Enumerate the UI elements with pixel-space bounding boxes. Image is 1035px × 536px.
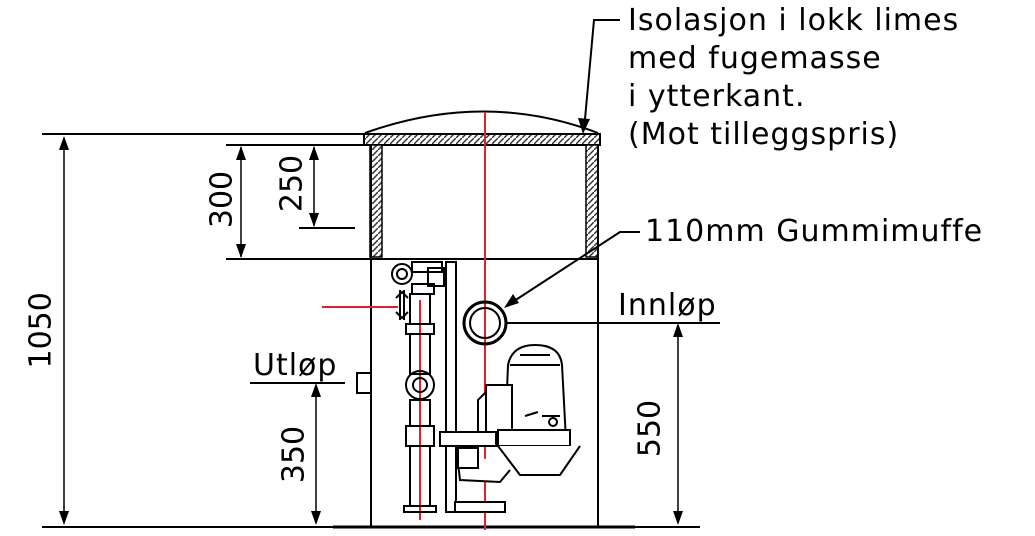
dim-1050-arrow-bottom <box>59 511 69 525</box>
dim-350-label: 350 <box>276 425 312 484</box>
dim-550-label: 550 <box>632 399 668 458</box>
submersible-pump <box>439 343 581 513</box>
dim-250-label: 250 <box>274 154 310 213</box>
riser-pipe-assembly <box>391 261 445 513</box>
dim-550-arrow-top <box>673 323 683 337</box>
muffe-leader <box>507 231 640 306</box>
note-line-2: med fugemasse <box>628 41 882 76</box>
inlet-label: Innløp <box>618 288 717 323</box>
note-line-3: i ytterkant. <box>628 79 806 114</box>
dim-300-arrow-bottom <box>236 244 246 258</box>
outlet-stub <box>356 372 372 394</box>
dim-250-arrow-top <box>309 146 319 160</box>
dim-1050-label: 1050 <box>23 292 59 369</box>
dim-250-arrow-bottom <box>309 213 319 227</box>
outlet-label: Utløp <box>253 348 338 383</box>
note-leader-arrow <box>578 118 590 134</box>
insulation-note: Isolasjon i lokk limes med fugemasse i y… <box>628 2 959 154</box>
inlet-rubber-sleeve-outer <box>462 300 508 346</box>
rubber-sleeve-label: 110mm Gummimuffe <box>645 214 984 249</box>
dim-350-arrow-bottom <box>311 511 321 525</box>
dim-350-arrow-top <box>311 383 321 397</box>
muffe-leader-arrow <box>504 294 519 308</box>
note-leader <box>583 19 620 131</box>
dim-300-arrow-top <box>236 146 246 160</box>
inlet-rubber-sleeve-inner <box>469 307 501 339</box>
guide-rail <box>445 261 457 513</box>
dim-300-label: 300 <box>204 170 240 229</box>
dim-550-arrow-bottom <box>673 511 683 525</box>
lid-dome <box>364 110 599 134</box>
note-line-4: (Mot tilleggspris) <box>628 117 900 152</box>
lid-insulation <box>363 133 601 146</box>
note-line-1: Isolasjon i lokk limes <box>628 3 960 38</box>
dim-1050-arrow-top <box>59 136 69 150</box>
wall-insulation-right <box>585 144 599 258</box>
